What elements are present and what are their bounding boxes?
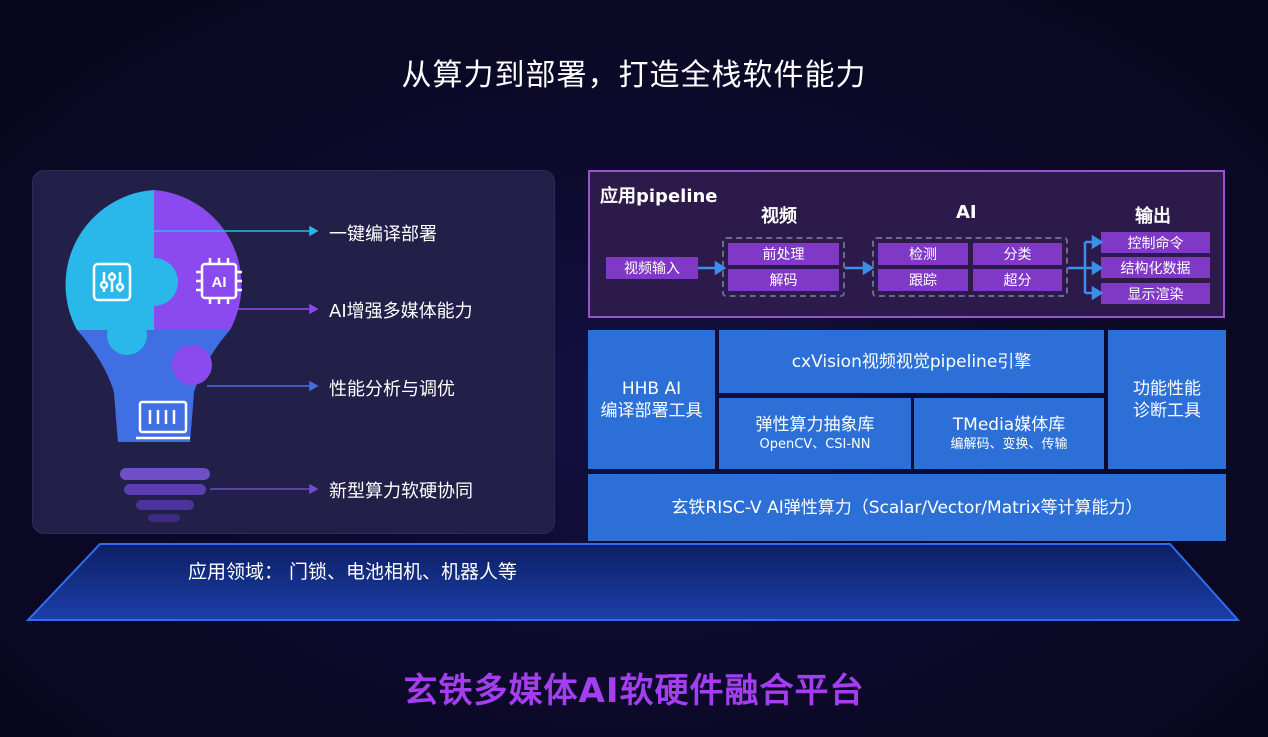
output-render-chip: 显示渲染	[1101, 283, 1210, 304]
diag-line2: 诊断工具	[1133, 400, 1201, 421]
arrow-icon	[154, 225, 319, 237]
bulb-base-bar-3	[136, 500, 194, 510]
detect-chip: 检测	[878, 243, 968, 265]
puzzle-knob-left	[107, 315, 147, 355]
cxvision-label: cxVision视频视觉pipeline引擎	[791, 351, 1032, 372]
classify-chip: 分类	[973, 243, 1062, 265]
hhb-line1: HHB AI	[621, 378, 682, 399]
feature-hw-sw-collab: 新型算力软硬协同	[329, 481, 473, 502]
riscv-compute-base-block: 玄铁RISC-V AI弹性算力（Scalar/Vector/Matrix等计算能…	[588, 474, 1226, 541]
ai-group	[872, 237, 1068, 297]
column-ai: AI	[956, 202, 977, 223]
bulb-base-bar-4	[148, 514, 180, 522]
feature-ai-multimedia: AI增强多媒体能力	[329, 301, 473, 322]
tmedia-sub: 编解码、变换、传输	[950, 436, 1068, 452]
pipeline-arrows	[698, 234, 1104, 301]
arrow-icon	[210, 483, 319, 495]
track-chip: 跟踪	[878, 269, 968, 291]
equalizer-icon	[136, 400, 190, 440]
hhb-line2: 编译部署工具	[600, 400, 703, 421]
cxvision-engine-block: cxVision视频视觉pipeline引擎	[719, 330, 1104, 393]
arrow-icon	[207, 380, 319, 392]
super-resolution-chip: 超分	[973, 269, 1062, 291]
output-control-chip: 控制命令	[1101, 232, 1210, 253]
sliders-icon	[92, 262, 132, 302]
tmedia-title: TMedia媒体库	[952, 414, 1066, 435]
feature-one-click-deploy: 一键编译部署	[329, 224, 437, 245]
tmedia-lib-block: TMedia媒体库 编解码、变换、传输	[914, 398, 1104, 469]
elastic-compute-lib-block: 弹性算力抽象库 OpenCV、CSI-NN	[719, 398, 911, 469]
decode-chip: 解码	[728, 269, 839, 291]
feature-performance-tuning: 性能分析与调优	[329, 379, 455, 400]
platform-title: 玄铁多媒体AI软硬件融合平台	[403, 671, 865, 711]
column-video: 视频	[761, 206, 797, 227]
elastic-sub: OpenCV、CSI-NN	[759, 436, 871, 452]
lightbulb-illustration: AI	[65, 190, 319, 522]
ai-chip-label: AI	[212, 274, 227, 291]
bulb-cyan-piece	[65, 190, 154, 330]
puzzle-knob	[130, 258, 178, 306]
video-input-chip: 视频输入	[606, 257, 698, 279]
output-structured-chip: 结构化数据	[1101, 257, 1210, 278]
puzzle-knob-right	[172, 345, 212, 385]
elastic-title: 弹性算力抽象库	[755, 414, 875, 435]
platform-floor	[25, 543, 1241, 621]
column-output: 输出	[1135, 206, 1171, 227]
riscv-base-label: 玄铁RISC-V AI弹性算力（Scalar/Vector/Matrix等计算能…	[671, 497, 1143, 518]
pipeline-title: 应用pipeline	[600, 186, 718, 207]
bulb-base-bar-2	[124, 484, 206, 495]
bulb-purple-piece	[154, 190, 242, 330]
ai-chip-icon	[196, 258, 242, 304]
application-domains: 应用领域： 门锁、电池相机、机器人等	[188, 561, 518, 583]
diagnostic-tool-block: 功能性能 诊断工具	[1108, 330, 1226, 469]
preprocess-chip: 前处理	[728, 243, 839, 265]
hhb-ai-tool-block: HHB AI 编译部署工具	[588, 330, 715, 469]
bulb-base-bar-1	[120, 468, 210, 480]
diag-line1: 功能性能	[1133, 378, 1201, 399]
page-title: 从算力到部署，打造全栈软件能力	[401, 58, 867, 93]
arrow-icon	[230, 303, 319, 315]
